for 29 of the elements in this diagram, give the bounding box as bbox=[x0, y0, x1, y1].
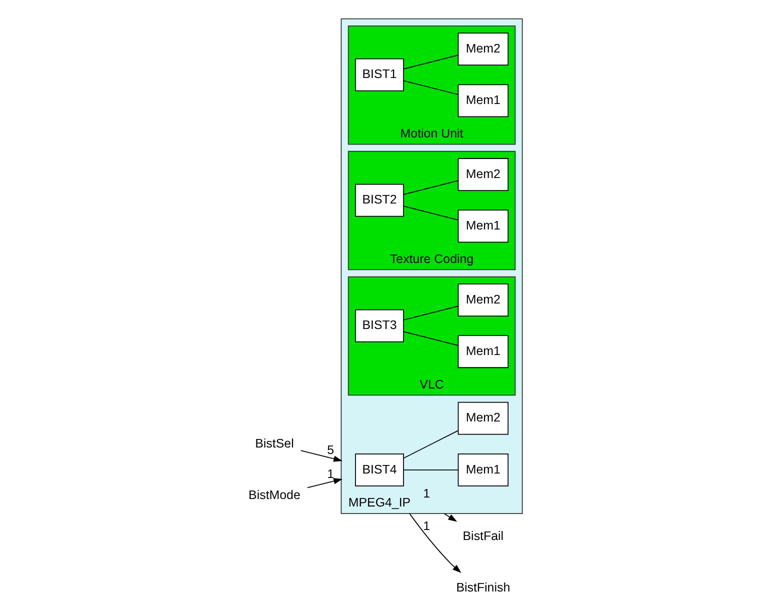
node-text: BistMode bbox=[248, 488, 300, 502]
connector bbox=[403, 80, 458, 95]
node-box: Mem1 bbox=[458, 84, 509, 118]
node-box: Mem2 bbox=[458, 402, 509, 435]
edge-label: 1 bbox=[423, 486, 430, 501]
node-box: BIST2 bbox=[355, 184, 404, 217]
connector bbox=[403, 54, 458, 70]
connector bbox=[403, 430, 458, 459]
arrow bbox=[307, 478, 343, 488]
node-box: Mem2 bbox=[458, 284, 509, 316]
connector bbox=[403, 180, 458, 195]
node-box: BIST4 bbox=[355, 454, 404, 486]
connector bbox=[403, 206, 458, 220]
edge-label: 1 bbox=[327, 467, 334, 482]
node-box: BIST1 bbox=[355, 58, 404, 92]
node-text: BistFinish bbox=[456, 580, 510, 595]
node-box: Mem2 bbox=[458, 158, 509, 191]
node-box: Mem1 bbox=[458, 210, 509, 243]
node-box: Mem2 bbox=[458, 32, 509, 66]
edge-label: 1 bbox=[423, 518, 430, 533]
connector bbox=[403, 306, 458, 320]
node-text: BistFail bbox=[462, 528, 504, 543]
node-box: BIST3 bbox=[355, 309, 404, 342]
node-box: Mem1 bbox=[458, 335, 509, 368]
arrow bbox=[300, 450, 343, 462]
edge-label: 5 bbox=[327, 443, 334, 458]
node-box: Mem1 bbox=[458, 454, 509, 486]
node-text: BistSel bbox=[255, 436, 294, 450]
connector bbox=[403, 331, 458, 346]
